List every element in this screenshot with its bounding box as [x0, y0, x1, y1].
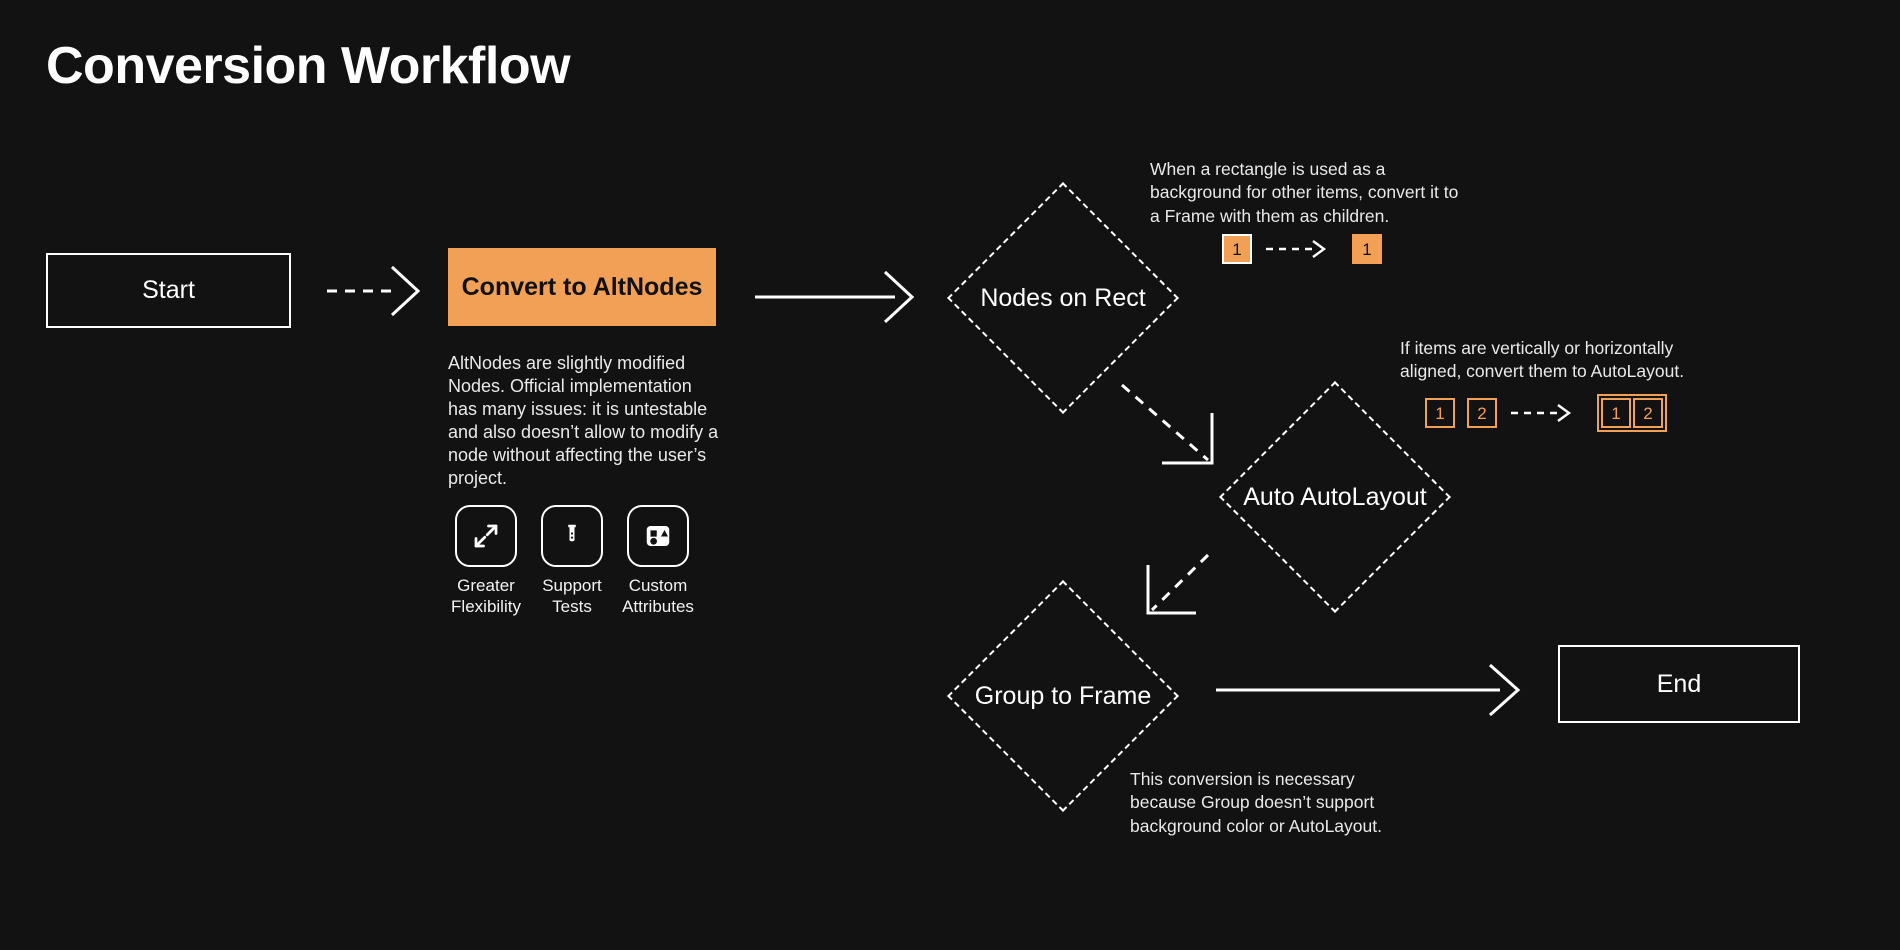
- connector-convert-to-nodes-on-rect: [755, 270, 915, 324]
- node-nodes-on-rect[interactable]: Nodes on Rect: [945, 180, 1181, 416]
- mini-badge-group-after: 1 2: [1597, 394, 1667, 432]
- test-tube-icon: [541, 505, 603, 567]
- annotation-group-to-frame: This conversion is necessary because Gro…: [1130, 769, 1382, 836]
- mini-badge-before-2: 2: [1467, 398, 1497, 428]
- node-end[interactable]: End: [1558, 645, 1800, 723]
- mini-badge-after-1: 1: [1601, 398, 1631, 428]
- mini-diagram-nodes-on-rect: 1 1: [1222, 234, 1382, 264]
- mini-diagram-auto-autolayout: 1 2 1 2: [1425, 394, 1667, 432]
- node-group-to-frame-label: Group to Frame: [974, 681, 1152, 710]
- shapes-icon: [627, 505, 689, 567]
- connector-group-to-frame-to-end: [1216, 663, 1521, 717]
- feature-label: Support Tests: [542, 576, 602, 616]
- node-convert-to-altnodes[interactable]: Convert to AltNodes: [448, 248, 716, 326]
- mini-badge-before: 1: [1222, 234, 1252, 264]
- node-convert-label: Convert to AltNodes: [461, 272, 703, 301]
- node-auto-autolayout-label: Auto AutoLayout: [1243, 482, 1427, 511]
- expand-arrows-icon: [455, 505, 517, 567]
- node-start-label: Start: [142, 276, 195, 304]
- mini-badge-after-2: 2: [1633, 398, 1663, 428]
- feature-label: Custom Attributes: [622, 576, 694, 616]
- feature-greater-flexibility: Greater Flexibility: [451, 505, 521, 617]
- node-start[interactable]: Start: [46, 253, 291, 328]
- node-nodes-on-rect-label: Nodes on Rect: [980, 283, 1146, 312]
- convert-description: AltNodes are slightly modified Nodes. Of…: [448, 353, 719, 489]
- annotation-nodes-on-rect: When a rectangle is used as a background…: [1150, 159, 1459, 226]
- mini-badge-after: 1: [1352, 234, 1382, 264]
- connector-start-to-convert: [327, 265, 421, 317]
- node-group-to-frame[interactable]: Group to Frame: [945, 578, 1181, 814]
- mini-badge-before-1: 1: [1425, 398, 1455, 428]
- feature-support-tests: Support Tests: [538, 505, 606, 617]
- node-auto-autolayout[interactable]: Auto AutoLayout: [1217, 379, 1453, 615]
- mini-dashed-arrow-icon: [1266, 240, 1327, 258]
- node-end-label: End: [1656, 669, 1702, 698]
- page-title: Conversion Workflow: [46, 37, 571, 95]
- mini-dashed-arrow-icon: [1511, 404, 1572, 422]
- feature-custom-attributes: Custom Attributes: [622, 505, 694, 617]
- feature-label: Greater Flexibility: [451, 576, 521, 616]
- annotation-auto-autolayout: If items are vertically or horizontally …: [1400, 338, 1685, 382]
- feature-list: Greater Flexibility Support Tests: [451, 505, 694, 617]
